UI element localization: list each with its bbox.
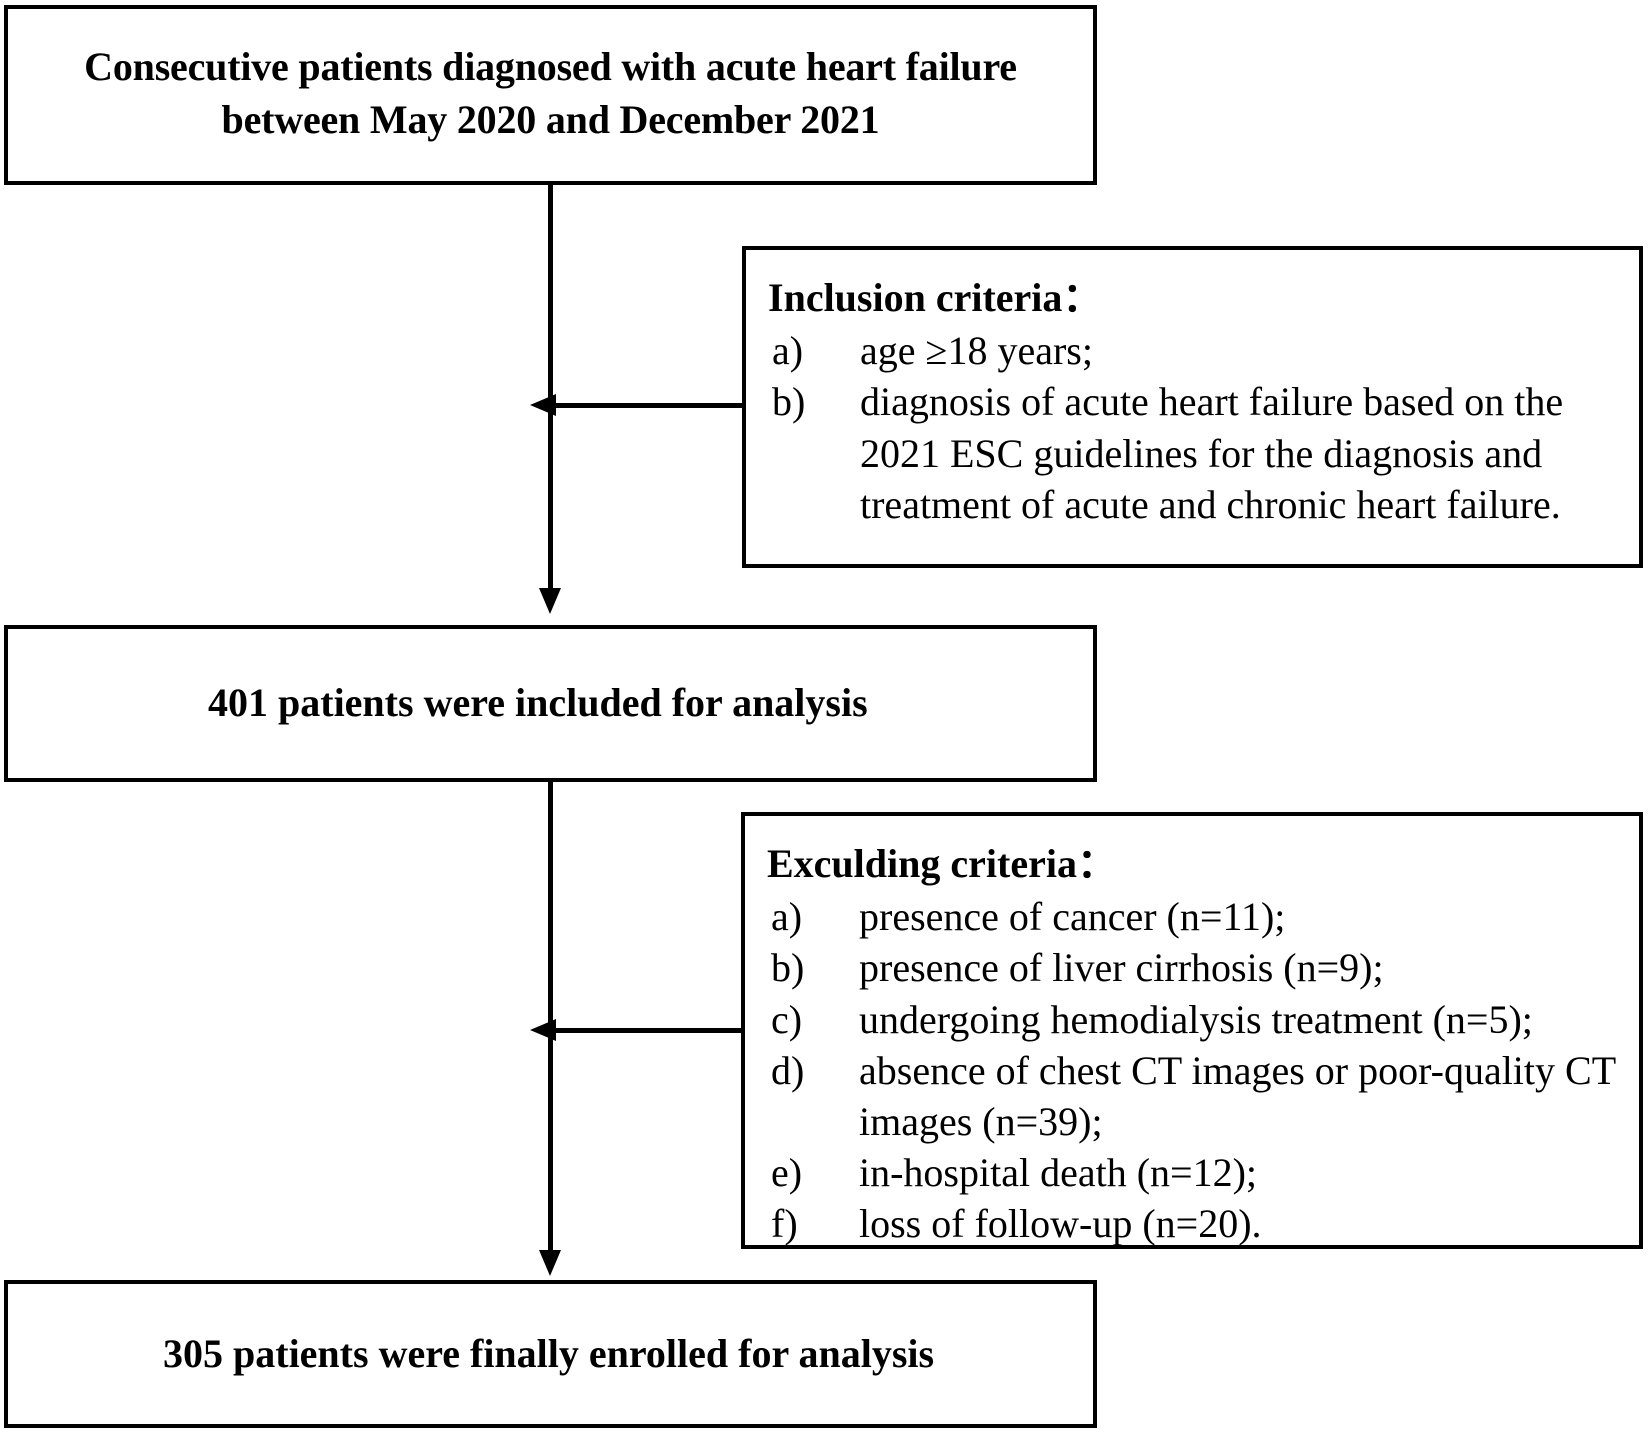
connector-exclusion [556,1028,744,1033]
inclusion-criteria-box: Inclusion criteria： a) age ≥18 years; b)… [742,246,1643,568]
exclusion-text-c: undergoing hemodialysis treatment (n=5); [859,996,1533,1042]
inclusion-text-a: age ≥18 years; [860,328,1093,374]
exclusion-criteria-item-b: b) presence of liver cirrhosis (n=9); [767,942,1629,993]
exclusion-criteria-item-d: d) absence of chest CT images or poor-qu… [767,1045,1629,1147]
connector-spine-lower [548,782,553,1250]
inclusion-criteria-title: Inclusion criteria： [768,275,1103,320]
connector-spine-upper [548,185,553,590]
exclusion-criteria-content: Exculding criteria： a) presence of cance… [767,838,1629,1250]
arrowhead-to-included-box [539,588,561,614]
exclusion-marker-c: c) [771,996,803,1042]
exclusion-marker-e: e) [771,1150,803,1196]
exclusion-criteria-box: Exculding criteria： a) presence of cance… [741,812,1643,1249]
exclusion-criteria-title: Exculding criteria： [767,841,1117,886]
exclusion-text-b: presence of liver cirrhosis (n=9); [859,945,1384,991]
inclusion-criteria-item-b: b) diagnosis of acute heart failure base… [768,376,1629,530]
source-population-text: Consecutive patients diagnosed with acut… [8,41,1093,147]
included-patients-box: 401 patients were included for analysis [4,625,1097,782]
inclusion-criteria-content: Inclusion criteria： a) age ≥18 years; b)… [768,272,1629,530]
exclusion-criteria-item-a: a) presence of cancer (n=11); [767,891,1629,942]
inclusion-criteria-list: a) age ≥18 years; b) diagnosis of acute … [768,325,1629,530]
exclusion-criteria-item-f: f) loss of follow-up (n=20). [767,1198,1629,1249]
inclusion-marker-a: a) [772,328,804,374]
enrolled-patients-box: 305 patients were finally enrolled for a… [4,1280,1097,1428]
enrolled-patients-text: 305 patients were finally enrolled for a… [163,1331,935,1376]
arrowhead-exclusion [530,1019,556,1041]
connector-inclusion [556,403,744,408]
source-population-line-1: Consecutive patients diagnosed with acut… [84,44,1017,89]
arrowhead-inclusion [530,394,556,416]
exclusion-marker-a: a) [771,894,803,940]
exclusion-text-e: in-hospital death (n=12); [859,1150,1258,1196]
inclusion-text-b: diagnosis of acute heart failure based o… [860,379,1564,527]
exclusion-text-f: loss of follow-up (n=20). [859,1201,1262,1247]
exclusion-text-a: presence of cancer (n=11); [859,894,1286,940]
exclusion-text-d: absence of chest CT images or poor-quali… [859,1047,1616,1144]
inclusion-criteria-item-a: a) age ≥18 years; [768,325,1629,376]
source-population-box: Consecutive patients diagnosed with acut… [4,5,1097,185]
arrowhead-to-enrolled-box [539,1250,561,1276]
exclusion-marker-d: d) [771,1047,805,1093]
source-population-line-2: between May 2020 and December 2021 [221,96,880,142]
exclusion-marker-f: f) [771,1201,798,1247]
exclusion-criteria-item-c: c) undergoing hemodialysis treatment (n=… [767,994,1629,1045]
exclusion-criteria-list: a) presence of cancer (n=11); b) presenc… [767,891,1629,1249]
inclusion-marker-b: b) [772,379,806,425]
included-patients-text: 401 patients were included for analysis [208,680,868,725]
exclusion-criteria-item-e: e) in-hospital death (n=12); [767,1147,1629,1198]
exclusion-marker-b: b) [771,945,805,991]
